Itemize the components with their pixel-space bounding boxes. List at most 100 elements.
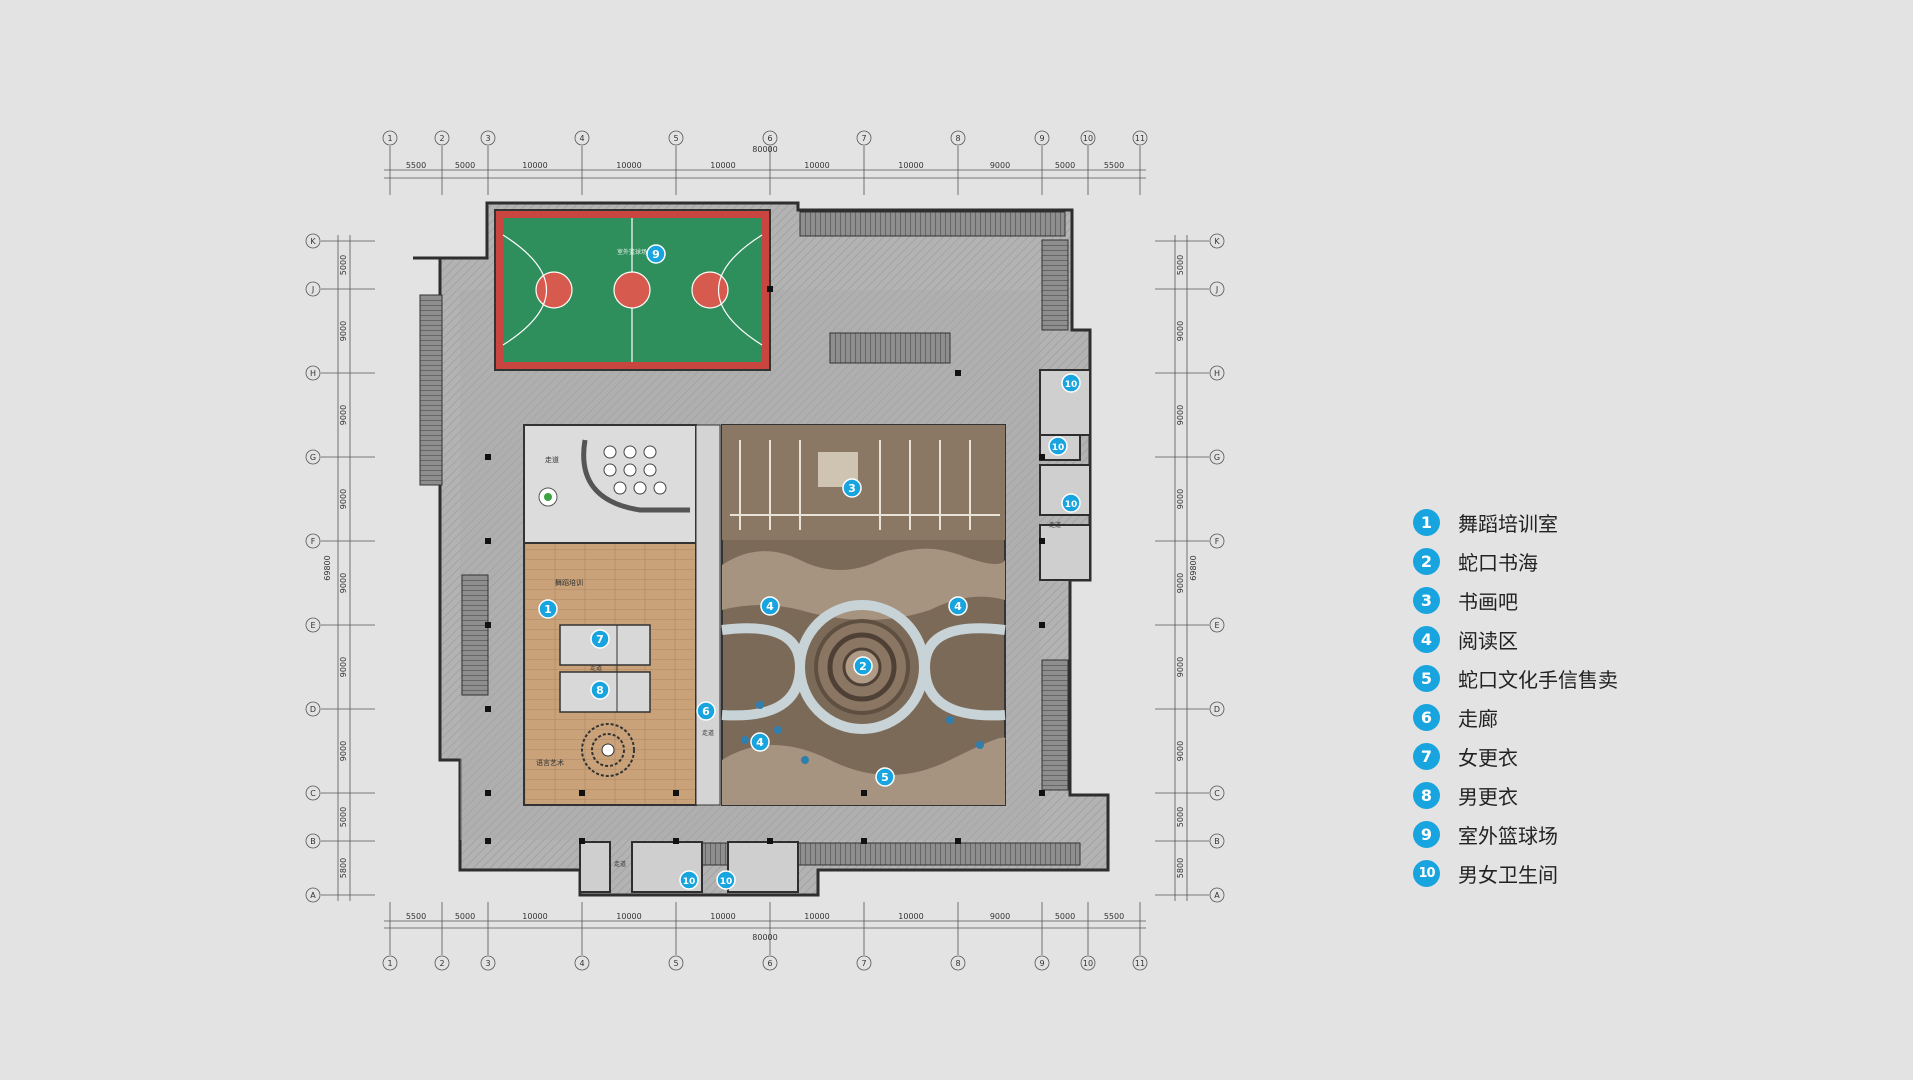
grid-row-label: H [1214,369,1220,378]
svg-text:1: 1 [544,603,552,616]
grid-row-label: E [310,621,315,630]
room-marker-10: 10 [679,870,699,890]
legend-number-badge: 10 [1413,860,1440,887]
grid-col-label: 8 [955,134,960,143]
total-height-label: 69800 [323,555,332,580]
grid-row-label: K [310,237,316,246]
grid-bubble-row [305,233,321,249]
col-spacing-label: 10000 [710,161,735,170]
structural-column [579,838,585,844]
row-spacing-label: 5800 [339,858,348,878]
col-spacing-label: 5500 [1104,161,1124,170]
grid-col-label: 3 [485,134,490,143]
bottom-corridor-label: 走道 [614,860,626,868]
structural-column [485,454,491,460]
left-stair-ramp [419,294,443,486]
grid-bubble-row [1209,617,1225,633]
grid-row-label: A [310,891,316,900]
grid-row-label: E [1214,621,1219,630]
row-spacing-label: 9000 [1176,657,1185,677]
grid-col-label: 6 [767,134,772,143]
grid-bubble-row [1209,533,1225,549]
svg-text:10: 10 [683,877,696,887]
grid-col-label: 7 [861,959,866,968]
legend-label: 走廊 [1458,707,1498,731]
room-marker-4: 4 [760,596,780,616]
grid-bubble-col [668,130,684,146]
legend-label: 舞蹈培训室 [1458,512,1558,536]
room-marker-8: 8 [590,680,610,700]
svg-text:4: 4 [954,600,962,613]
col-spacing-label: 5000 [455,912,475,921]
row-spacing-label: 9000 [339,657,348,677]
col-spacing-label: 5500 [406,161,426,170]
grid-bubble-row [1209,785,1225,801]
grid-bubble-col [574,130,590,146]
svg-text:4: 4 [766,600,774,613]
svg-text:5: 5 [881,771,889,784]
total-width-label: 80000 [752,145,777,154]
dance-room: 舞蹈培训 走道 语言艺术 [523,542,697,806]
structural-column [485,538,491,544]
svg-text:10: 10 [1065,500,1078,510]
grid-bubble-row [305,533,321,549]
svg-text:9: 9 [652,248,660,261]
room-marker-2: 2 [853,656,873,676]
grid-bubble-col [382,130,398,146]
col-spacing-label: 9000 [990,161,1010,170]
grid-col-label: 5 [673,134,678,143]
structural-column [673,838,679,844]
row-spacing-label: 9000 [339,405,348,425]
svg-text:10: 10 [1065,380,1078,390]
grid-bubble-row [1209,701,1225,717]
grid-col-label: 3 [485,959,490,968]
row-spacing-label: 5000 [1176,807,1185,827]
structural-column [485,706,491,712]
svg-text:2: 2 [859,660,867,673]
grid-row-label: A [1214,891,1220,900]
grid-bubble-row [1209,449,1225,465]
corridor-strip [695,424,721,806]
col-spacing-label: 10000 [522,161,547,170]
row-spacing-label: 5000 [339,807,348,827]
structural-column [485,622,491,628]
total-height-label: 69800 [1189,555,1198,580]
room-marker-3: 3 [842,478,862,498]
row-spacing-label: 9000 [339,573,348,593]
room-marker-5: 5 [875,767,895,787]
room-marker-10: 10 [1048,436,1068,456]
row-spacing-label: 5000 [1176,255,1185,275]
grid-col-label: 10 [1083,959,1093,968]
legend-label: 室外篮球场 [1458,824,1558,848]
grid-row-label: D [310,705,316,714]
grid-bubble-col [856,955,872,971]
room-marker-4: 4 [750,732,770,752]
col-spacing-label: 10000 [616,161,641,170]
grid-col-label: 1 [387,959,392,968]
grid-bubble-col [382,955,398,971]
col-spacing-label: 10000 [710,912,735,921]
dimension-lines: 1122334455667788991010111155005500500050… [305,130,1225,971]
svg-text:3: 3 [848,482,856,495]
grid-bubble-col [1080,130,1096,146]
grid-bubble-row [305,785,321,801]
grid-col-label: 7 [861,134,866,143]
grid-bubble-col [1132,955,1148,971]
grid-col-label: 2 [439,134,444,143]
grid-bubble-col [950,130,966,146]
col-spacing-label: 5000 [455,161,475,170]
grid-col-label: 9 [1039,959,1044,968]
col-spacing-label: 10000 [804,912,829,921]
grid-bubble-row [1209,833,1225,849]
grid-col-label: 2 [439,959,444,968]
room-marker-10: 10 [1061,373,1081,393]
row-spacing-label: 9000 [339,321,348,341]
col-spacing-label: 9000 [990,912,1010,921]
grid-row-label: D [1214,705,1220,714]
legend-label: 蛇口文化手信售卖 [1458,668,1618,692]
cafe-corridor-label: 走道 [545,455,559,464]
